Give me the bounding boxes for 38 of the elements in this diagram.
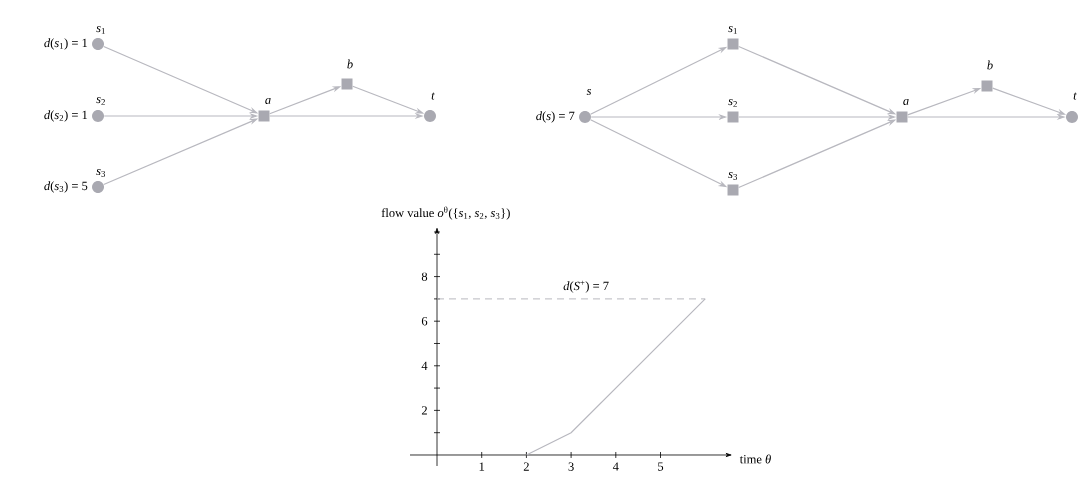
tick-label: 2 [421, 406, 441, 415]
demand-label: d(s$_{2}$) = 1 [44, 110, 88, 122]
node-label: s$_{1}$ [728, 26, 737, 34]
tick-label: 8 [421, 272, 441, 281]
demand-label: d(s$_{1}$) = 1 [44, 38, 88, 50]
node-label: s$_{3}$ [96, 169, 106, 177]
node-label: s$_{2}$ [96, 97, 105, 105]
node-label: s [586, 89, 592, 95]
node-label: b [987, 60, 993, 70]
node-label: t [1073, 92, 1077, 100]
tick-label: 5 [658, 451, 664, 471]
tick-label: 1 [479, 451, 485, 471]
tick-label: 2 [523, 451, 529, 471]
y-tick-label: 4 [421, 361, 428, 370]
axis-label: flow value o$^{θ}$({s$_{1}$, s$_{2}$, s$_{3}$}) [381, 206, 510, 220]
tick-label: 4 [612, 451, 619, 471]
node-label: b [347, 59, 353, 69]
x-tick-label: 1 [479, 462, 485, 471]
y-tick-label: 8 [421, 272, 428, 281]
x-tick-label: 5 [658, 462, 664, 471]
y-tick-label: 2 [421, 406, 427, 415]
node-label: s$_{2}$ [728, 99, 737, 107]
x-tick-label: 4 [612, 462, 619, 471]
axis-label: time θ [739, 454, 771, 464]
node-label: a [903, 99, 909, 105]
x-tick-label: 2 [523, 462, 529, 471]
node-label: s$_{1}$ [96, 26, 105, 34]
y-tick-label: 6 [421, 316, 428, 326]
tick-label: 3 [568, 451, 574, 471]
node-label: s$_{3}$ [728, 172, 738, 180]
node-label: t [431, 92, 435, 100]
tick-label: 6 [421, 317, 441, 326]
tick-label: 4 [421, 361, 441, 370]
node-label: a [265, 98, 271, 104]
x-tick-label: 3 [568, 462, 574, 471]
demand-label: d(s) = 7 [536, 111, 575, 123]
demand-label: d(s$_{3}$) = 5 [44, 181, 88, 193]
reference-line-label: d(S$^{+}$) = 7 [563, 280, 609, 293]
